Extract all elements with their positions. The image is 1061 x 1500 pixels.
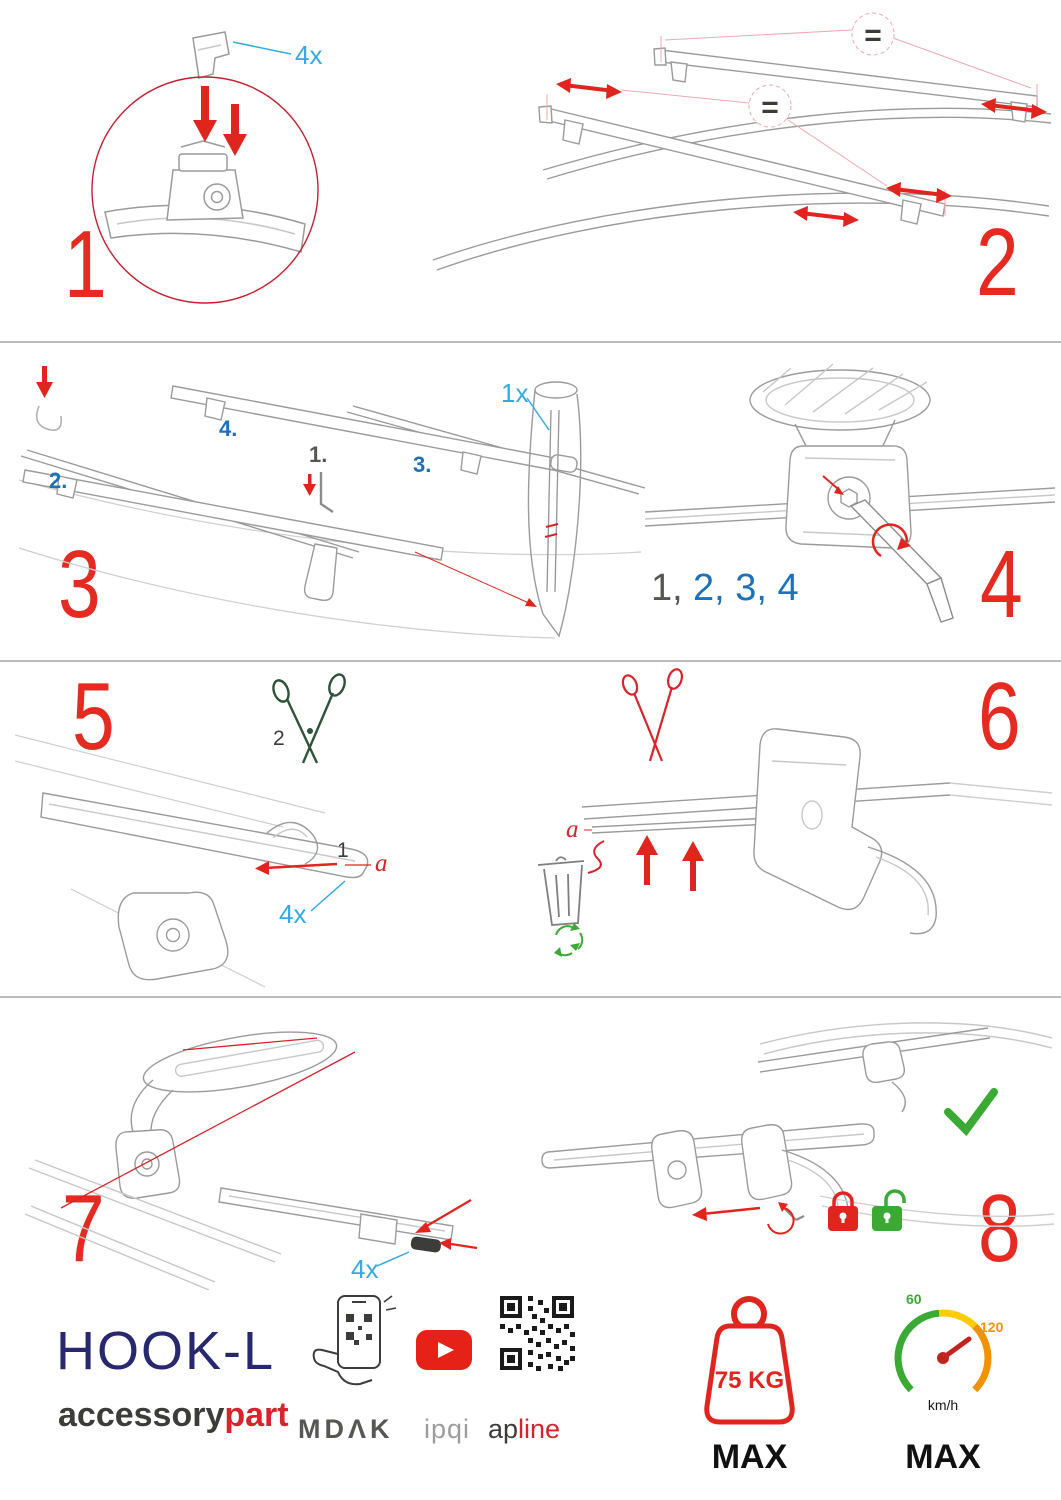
scissors-icon: [272, 673, 346, 764]
dimension-a-label: a: [375, 850, 388, 877]
equal-symbol-mid: =: [761, 91, 779, 124]
qty-leader-line: [376, 1251, 410, 1267]
product-name: HOOK-L: [56, 1321, 276, 1381]
dimension-a-label: a: [566, 816, 579, 843]
logo-ipqi: ipqi: [424, 1414, 471, 1444]
step-1-illustration: 4x: [91, 31, 322, 304]
order-label-2: 2.: [49, 468, 67, 493]
bar-end-drawing: [40, 792, 369, 981]
bar-and-clamp-drawing: [104, 31, 306, 253]
clamp-closeup-drawing: [645, 363, 1055, 549]
step-3-number: 3: [58, 531, 101, 638]
equal-badge-top: [851, 12, 895, 56]
logo-apline-line: line: [518, 1414, 561, 1444]
scissors-icon: [621, 668, 684, 762]
weight-value-label: 75 KG: [715, 1367, 784, 1394]
red-leader-arrowhead: [525, 598, 537, 607]
logo-apline-ap: ap: [488, 1414, 519, 1444]
cut-strap-piece: [587, 840, 605, 874]
bolt-pointer-arrow: [822, 475, 844, 495]
speed-min-label: 60: [906, 1291, 922, 1307]
rotation-arrow: [767, 1202, 795, 1235]
top-view-drawing: [25, 1031, 454, 1290]
final-assembly-drawing: [541, 1022, 1055, 1227]
bars-on-rails-drawing: [20, 385, 645, 602]
logo-mdak: MDΛK: [298, 1414, 394, 1444]
recycle-icon: [554, 923, 584, 957]
pull-arrow: [255, 861, 371, 875]
brand-logo: accessorypart: [58, 1396, 289, 1435]
qty-leader-line: [232, 41, 292, 55]
alignment-sight-line: [60, 1051, 356, 1209]
speed-max-value-label: 120: [980, 1319, 1004, 1335]
checkmark-icon: [944, 1088, 998, 1137]
allen-key-small: [303, 472, 334, 513]
step-7-qty-label: 4x: [351, 1254, 378, 1284]
step-4-number: 4: [980, 531, 1023, 638]
sequence-done-label: 1,: [651, 567, 683, 609]
speedometer-icon: 60 120 km/h: [894, 1291, 1004, 1413]
step-8-illustration: [541, 1022, 1055, 1235]
sequence-remaining-label: 2, 3, 4: [693, 567, 799, 609]
step-5-number: 5: [72, 663, 115, 770]
rotation-arrow: [871, 523, 911, 558]
speed-max-label: MAX: [905, 1438, 981, 1476]
step-6-illustration: a: [537, 668, 1053, 957]
equal-badge-mid: [748, 84, 792, 128]
youtube-icon: [416, 1330, 472, 1370]
order-label-4: 4.: [219, 416, 237, 441]
section-divider-3: [0, 996, 1061, 998]
adjust-arrow-left-front: [556, 78, 622, 99]
step-3-illustration: 1x 2. 4. 1. 3.: [18, 366, 645, 639]
phone-qr-scan-icon: [312, 1295, 397, 1386]
step-8-number: 8: [978, 1175, 1021, 1282]
order-label-1: 1.: [309, 442, 327, 467]
step-3-qty-label: 1x: [501, 378, 528, 408]
weight-limit-icon: 75 KG: [704, 1296, 795, 1425]
red-leader-line: [414, 551, 532, 605]
step-2-illustration: = =: [432, 12, 1052, 271]
insert-down-arrows-icon: [193, 86, 247, 156]
qr-code-icon: [500, 1296, 575, 1371]
adjust-arrow-left-bottom: [793, 206, 859, 227]
trash-bin-icon: [537, 856, 585, 926]
step-2-number: 2: [976, 209, 1019, 316]
section-divider-2: [0, 660, 1061, 662]
insert-cap-arrows: [415, 1199, 478, 1250]
step-4-illustration: 1, 2, 3, 4: [645, 363, 1055, 623]
cut-label-1: 1: [337, 839, 349, 862]
order-label-3: 3.: [413, 452, 431, 477]
step-6-number: 6: [978, 663, 1021, 770]
qty-leader-line: [310, 880, 346, 912]
foot-and-strap-drawing: [581, 728, 1053, 935]
step-5-illustration: 2 1 a 4x: [15, 673, 388, 988]
brand-primary: accessory: [58, 1396, 225, 1434]
brand-accent: part: [224, 1396, 289, 1434]
cut-label-2: 2: [273, 727, 285, 750]
magnifier-circle: [91, 76, 319, 304]
dimension-lines: [546, 29, 1038, 216]
slot-sight-line: [182, 1037, 318, 1051]
logo-apline: apline: [488, 1414, 560, 1445]
locked-padlock-icon: [828, 1191, 858, 1231]
push-up-arrows: [636, 835, 704, 891]
rail-tower-drawing: [527, 381, 582, 638]
speed-unit-label: km/h: [928, 1397, 958, 1413]
end-cap: [410, 1236, 442, 1253]
roof-bars-drawing: [432, 47, 1052, 271]
strap-end-marks: [544, 523, 559, 538]
step-1-qty-label: 4x: [295, 40, 322, 70]
adjust-arrow-right-rear: [981, 98, 1047, 119]
step-5-qty-label: 4x: [279, 899, 306, 929]
unlocked-padlock-icon: [872, 1189, 906, 1231]
section-divider-1: [0, 341, 1061, 343]
weight-max-label: MAX: [711, 1438, 788, 1476]
equal-symbol-top: =: [864, 19, 882, 52]
step-7-illustration: 4x: [25, 1031, 478, 1290]
hook-insert-arrow: [35, 366, 63, 432]
allen-key: [849, 499, 954, 623]
slide-left-arrow: [692, 1206, 761, 1221]
adjust-arrow-right-front: [886, 182, 952, 203]
qty-leader-line: [526, 397, 550, 431]
